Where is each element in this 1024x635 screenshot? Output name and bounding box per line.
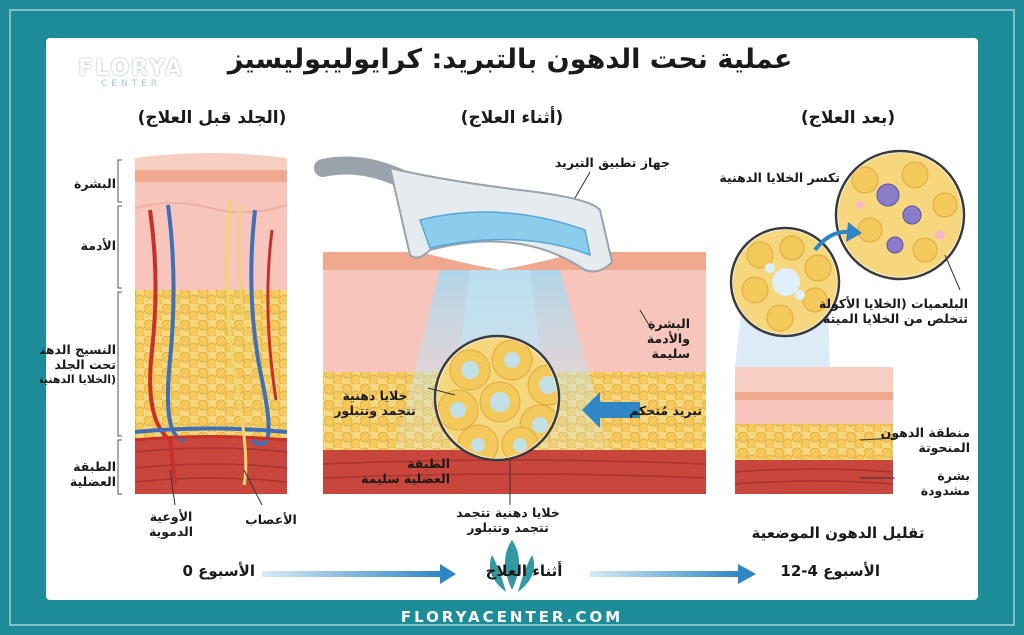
skin-cross-section-before xyxy=(117,153,288,506)
label-subcutaneous-1: النسيج الدهني xyxy=(40,342,116,357)
heading-after: (بعد العلاج) xyxy=(800,108,896,128)
label-macrophages-2: تتخلص من الخلايا الميتة xyxy=(822,311,968,326)
cooling-arrow-icon xyxy=(582,392,640,428)
frame-border xyxy=(9,9,1015,626)
label-subcutaneous-2: تحت الجلد xyxy=(54,357,116,372)
label-cell-breakdown: تكسر الخلايا الدهنية xyxy=(719,170,840,185)
skin-cross-section-during xyxy=(314,156,707,505)
label-epidermis: البشرة xyxy=(74,176,116,191)
label-cells-freeze-left-2: تتجمد وتتبلور xyxy=(334,403,416,418)
brand-logo: FLORYA CENTER xyxy=(66,56,196,89)
footer-url: FLORYACENTER.COM xyxy=(400,608,624,626)
logo-name: FLORYA xyxy=(78,56,184,81)
logo-sub: CENTER xyxy=(100,79,162,89)
label-fat-reduction: تقليل الدهون الموضعية xyxy=(751,524,925,542)
zoom-arrow-icon xyxy=(846,222,862,242)
label-nerves: الأعصاب xyxy=(245,512,297,527)
heading-before: (الجلد قبل العلاج) xyxy=(137,108,287,128)
label-device: جهاز تطبيق التبريد xyxy=(554,155,670,170)
label-subcutaneous-3: (الخلايا الدهنية) xyxy=(40,373,116,386)
label-sculpted-2: المنحوتة xyxy=(918,440,970,455)
heading-during: (أثناء العلاج) xyxy=(460,108,564,128)
skin-cross-section-after xyxy=(729,149,966,494)
label-tight-skin-1: بشرة xyxy=(937,468,970,483)
timeline-start: الأسبوع 0 xyxy=(182,562,256,580)
label-muscle-before-1: الطبقة xyxy=(73,459,116,474)
label-muscle-intact-1: الطبقة xyxy=(407,456,450,471)
label-muscle-before-2: العضلية xyxy=(69,474,116,489)
timeline xyxy=(262,564,756,584)
label-dermis: الأدمة xyxy=(80,238,116,253)
label-cells-freeze-left-1: خلايا دهنية xyxy=(342,388,408,403)
label-skin-intact-3: سليمة xyxy=(651,346,690,361)
label-controlled-cooling: تبريد مُتحكم xyxy=(629,403,702,418)
lotus-logo-icon xyxy=(489,540,535,592)
label-cells-freeze-bottom-1: خلايا دهنية تتجمد xyxy=(456,505,560,520)
page-title: عملية نحت الدهون بالتبريد: كرايوليبوليسي… xyxy=(227,44,793,75)
label-cells-freeze-bottom-2: تتجمد وتتبلور xyxy=(467,520,549,535)
label-vessels-2: الدموية xyxy=(148,524,194,539)
label-sculpted-1: منطقة الدهون xyxy=(880,425,970,440)
label-skin-intact-2: والأدمة xyxy=(646,331,690,346)
label-tight-skin-2: مشدودة xyxy=(920,483,970,498)
label-muscle-intact-2: العضلية سليمة xyxy=(361,471,450,486)
label-macrophages-1: البلعميات (الخلايا الأكولة) xyxy=(820,296,968,311)
label-vessels-1: الأوعية xyxy=(149,509,193,524)
label-skin-intact-1: البشرة xyxy=(648,316,690,331)
timeline-end: الأسبوع 4-12 xyxy=(780,562,880,580)
timeline-middle: أثناء العلاج xyxy=(485,562,563,580)
